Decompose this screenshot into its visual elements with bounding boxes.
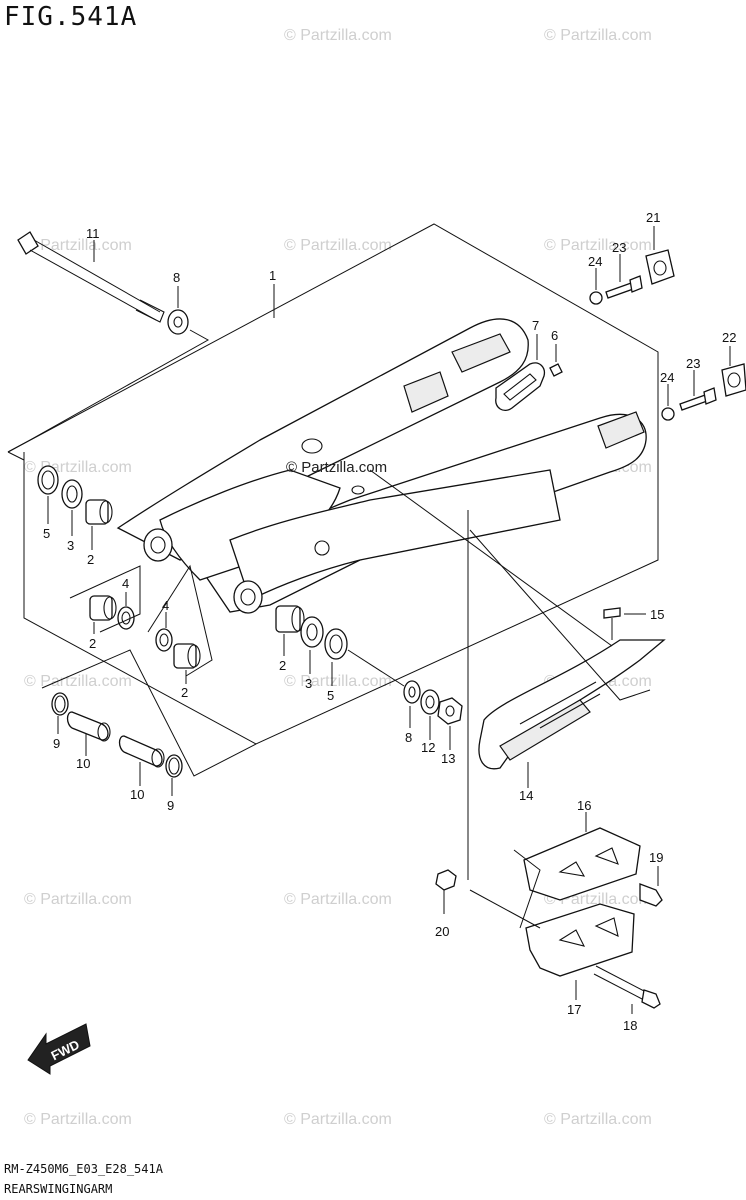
callout-10: 10 bbox=[130, 787, 144, 802]
chain-adjuster-block-22 bbox=[721, 363, 746, 397]
pivot-nut-13 bbox=[437, 697, 463, 725]
callout-2: 2 bbox=[87, 552, 94, 567]
chain-guide-17 bbox=[525, 903, 635, 977]
needle-bearing-2b bbox=[89, 595, 113, 621]
slider-screw-15 bbox=[603, 607, 621, 619]
callout-9: 9 bbox=[167, 798, 174, 813]
callout-14: 14 bbox=[519, 788, 533, 803]
swingarm: © Partzilla.com bbox=[116, 318, 647, 614]
watermark: © Partzilla.com bbox=[24, 1111, 132, 1128]
watermark: © Partzilla.com bbox=[284, 891, 392, 908]
callout-10: 10 bbox=[76, 756, 90, 771]
washer-12 bbox=[420, 689, 440, 715]
callout-8: 8 bbox=[173, 270, 180, 285]
shock-mount-hole bbox=[301, 438, 323, 454]
locknut-24a bbox=[589, 291, 603, 305]
callout-13: 13 bbox=[441, 751, 455, 766]
spacer-sleeve-10-left bbox=[66, 711, 109, 741]
watermark: © Partzilla.com bbox=[544, 1111, 652, 1128]
axle-slot-right bbox=[597, 411, 645, 449]
callout-5: 5 bbox=[327, 688, 334, 703]
axle-slot-left bbox=[451, 333, 511, 373]
callout-8: 8 bbox=[405, 730, 412, 745]
chain-adjuster-slot-left bbox=[403, 371, 449, 413]
pivot-boss-right bbox=[233, 580, 263, 614]
watermark: © Partzilla.com bbox=[24, 673, 132, 690]
callout-4: 4 bbox=[122, 576, 129, 591]
guide-bolt-18 bbox=[641, 989, 661, 1009]
callout-15: 15 bbox=[650, 607, 664, 622]
pivot-boss-left-hole bbox=[150, 536, 166, 554]
pivot-shaft-bolt bbox=[17, 231, 165, 323]
callout-24: 24 bbox=[660, 370, 674, 385]
callout-11: 11 bbox=[86, 226, 100, 241]
bolt-6 bbox=[549, 363, 563, 377]
callout-4: 4 bbox=[162, 598, 169, 613]
callout-6: 6 bbox=[551, 328, 558, 343]
watermark: © Partzilla.com bbox=[284, 1111, 392, 1128]
callout-9: 9 bbox=[53, 736, 60, 751]
guide-nut-20 bbox=[435, 869, 457, 891]
callout-5: 5 bbox=[43, 526, 50, 541]
chain-adjuster-block-21 bbox=[645, 249, 675, 285]
seal-5-right bbox=[324, 628, 348, 660]
needle-bearing-2c bbox=[173, 643, 197, 669]
callout-21: 21 bbox=[646, 210, 660, 225]
washer-4-mid bbox=[155, 628, 173, 652]
callout-7: 7 bbox=[532, 318, 539, 333]
watermark: © Partzilla.com bbox=[284, 673, 392, 690]
linkage-mount-hole bbox=[314, 540, 330, 556]
callout-2: 2 bbox=[89, 636, 96, 651]
callout-19: 19 bbox=[649, 850, 663, 865]
callout-17: 17 bbox=[567, 1002, 581, 1017]
forward-arrow-icon: FWD bbox=[27, 1023, 91, 1075]
needle-bearing-2d bbox=[275, 605, 301, 633]
watermark: © Partzilla.com bbox=[544, 27, 652, 44]
callout-20: 20 bbox=[435, 924, 449, 939]
spacer-3-left bbox=[61, 479, 83, 509]
spacer-sleeve-10-right bbox=[118, 735, 163, 767]
swingarm-lower-brace bbox=[229, 469, 561, 601]
washer-8-right bbox=[403, 680, 421, 704]
watermark: © Partzilla.com bbox=[544, 237, 652, 254]
watermark: © Partzilla.com bbox=[24, 891, 132, 908]
chain-guide-16 bbox=[523, 827, 641, 901]
callout-3: 3 bbox=[305, 676, 312, 691]
washer-8-top bbox=[167, 309, 189, 335]
watermark: © Partzilla.com bbox=[286, 459, 387, 476]
center-mount-hole bbox=[351, 485, 365, 495]
washer-4-left bbox=[117, 606, 135, 630]
callout-16: 16 bbox=[577, 798, 591, 813]
callout-22: 22 bbox=[722, 330, 736, 345]
callout-23: 23 bbox=[686, 356, 700, 371]
guide-bolt-19 bbox=[639, 883, 663, 907]
pivot-boss-right-hole bbox=[240, 588, 256, 606]
callout-24: 24 bbox=[588, 254, 602, 269]
figure-code: RM-Z450M6_E03_E28_541A bbox=[4, 1162, 163, 1176]
assembly-frame-line bbox=[7, 223, 659, 745]
callout-3: 3 bbox=[67, 538, 74, 553]
seal-5-left bbox=[37, 465, 59, 495]
callout-2: 2 bbox=[279, 658, 286, 673]
watermark: © Partzilla.com bbox=[284, 237, 392, 254]
watermark: © Partzilla.com bbox=[24, 237, 132, 254]
spacer-3-right bbox=[300, 616, 324, 648]
callout-2: 2 bbox=[181, 685, 188, 700]
needle-bearing-2a bbox=[85, 499, 109, 525]
callout-12: 12 bbox=[421, 740, 435, 755]
callout-23: 23 bbox=[612, 240, 626, 255]
watermark: © Partzilla.com bbox=[284, 27, 392, 44]
callout-18: 18 bbox=[623, 1018, 637, 1033]
pivot-boss-left bbox=[143, 528, 173, 562]
figure-title: FIG.541A bbox=[4, 2, 138, 32]
assembly-frame-line bbox=[7, 451, 25, 461]
figure-name: REARSWINGINGARM bbox=[4, 1182, 113, 1196]
locknut-24b bbox=[661, 407, 675, 421]
callout-1: 1 bbox=[269, 268, 276, 283]
